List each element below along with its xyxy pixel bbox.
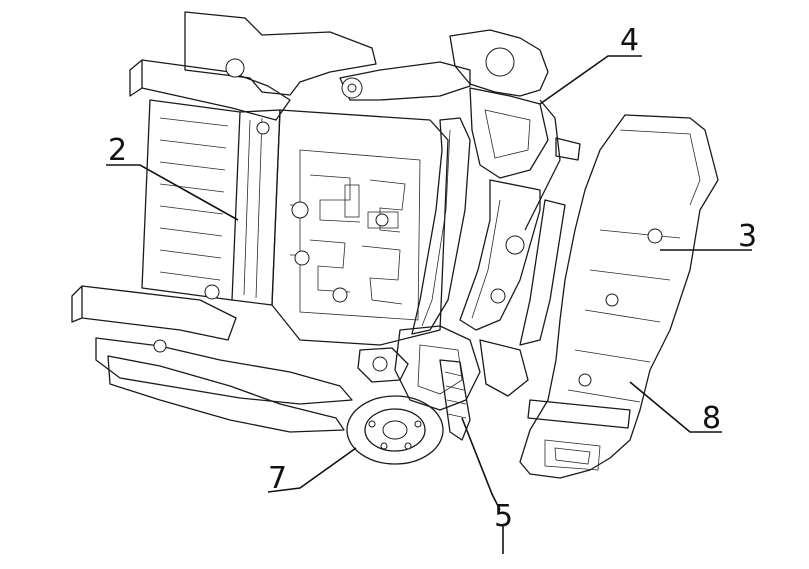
wheel-hub: [346, 347, 444, 465]
label-3: 3: [738, 219, 757, 254]
callout-labels: 2 3 4 5 7 8: [108, 23, 757, 534]
center-subframe: [411, 117, 566, 346]
leader-line-8: [629, 381, 722, 433]
label-4: 4: [620, 23, 639, 58]
label-8: 8: [702, 401, 721, 436]
leader-line-2: [106, 164, 239, 221]
floor-panel: [271, 109, 449, 346]
label-7: 7: [268, 461, 287, 496]
leader-line-5: [461, 417, 501, 511]
left-frame-structure: [71, 11, 377, 433]
leader-lines: [106, 55, 752, 554]
label-5: 5: [494, 499, 513, 534]
leader-line-7: [267, 447, 357, 493]
leader-line-4: [539, 55, 642, 105]
right-floor-pan: [519, 114, 719, 479]
label-2: 2: [108, 133, 127, 168]
upper-suspension-assembly: [339, 29, 581, 231]
